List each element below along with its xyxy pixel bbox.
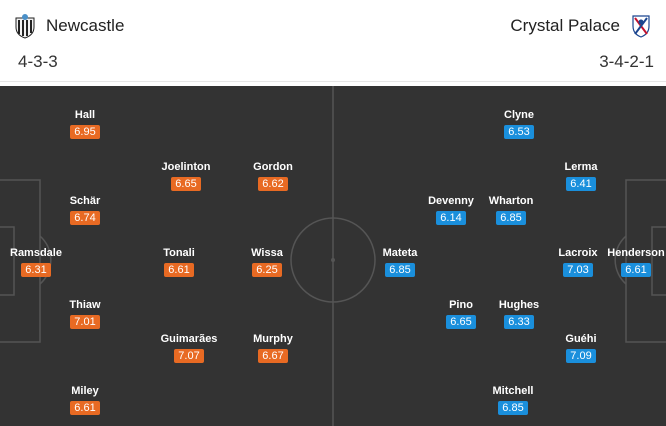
player-rating: 6.25 bbox=[252, 263, 282, 277]
player-name: Guimarães bbox=[160, 333, 218, 345]
player-lacroix[interactable]: Lacroix 7.03 bbox=[540, 246, 616, 278]
player-wharton[interactable]: Wharton 6.85 bbox=[473, 194, 549, 226]
player-rating: 6.61 bbox=[621, 263, 651, 277]
player-joelinton[interactable]: Joelinton 6.65 bbox=[148, 160, 224, 192]
player-rating: 6.74 bbox=[70, 211, 100, 225]
player-name: Wissa bbox=[251, 247, 283, 259]
player-rating: 6.62 bbox=[258, 177, 288, 191]
player-hughes[interactable]: Hughes 6.33 bbox=[481, 298, 557, 330]
away-team: Crystal Palace 3-4-2-1 bbox=[510, 10, 654, 72]
player-rating: 7.03 bbox=[563, 263, 593, 277]
player-tonali[interactable]: Tonali 6.61 bbox=[141, 246, 217, 278]
player-gordon[interactable]: Gordon 6.62 bbox=[235, 160, 311, 192]
player-mateta[interactable]: Mateta 6.85 bbox=[362, 246, 438, 278]
player-name: Guéhi bbox=[565, 333, 597, 345]
player-rating: 6.85 bbox=[498, 401, 528, 415]
player-rating: 6.85 bbox=[385, 263, 415, 277]
player-rating: 6.67 bbox=[258, 349, 288, 363]
player-murphy[interactable]: Murphy 6.67 bbox=[235, 332, 311, 364]
player-name: Thiaw bbox=[69, 299, 101, 311]
pitch-markings bbox=[0, 86, 666, 426]
player-name: Gordon bbox=[253, 161, 293, 173]
player-name: Schär bbox=[69, 195, 101, 207]
player-mitchell[interactable]: Mitchell 6.85 bbox=[475, 384, 551, 416]
player-hall[interactable]: Hall 6.95 bbox=[47, 108, 123, 140]
away-team-name[interactable]: Crystal Palace bbox=[510, 16, 620, 35]
player-name: Lerma bbox=[564, 161, 598, 173]
player-name: Hall bbox=[74, 109, 96, 121]
player-name: Tonali bbox=[163, 247, 195, 259]
player-clyne[interactable]: Clyne 6.53 bbox=[481, 108, 557, 140]
player-name: Miley bbox=[71, 385, 99, 397]
player-rating: 6.14 bbox=[436, 211, 466, 225]
player-guimaraes[interactable]: Guimarães 7.07 bbox=[151, 332, 227, 364]
player-rating: 7.07 bbox=[174, 349, 204, 363]
player-name: Wharton bbox=[488, 195, 534, 207]
player-name: Clyne bbox=[504, 109, 534, 121]
player-rating: 6.31 bbox=[21, 263, 51, 277]
player-wissa[interactable]: Wissa 6.25 bbox=[229, 246, 305, 278]
player-thiaw[interactable]: Thiaw 7.01 bbox=[47, 298, 123, 330]
player-name: Murphy bbox=[253, 333, 293, 345]
player-name: Mateta bbox=[382, 247, 418, 259]
player-lerma[interactable]: Lerma 6.41 bbox=[543, 160, 619, 192]
player-schar[interactable]: Schär 6.74 bbox=[47, 194, 123, 226]
match-header: Newcastle 4-3-3 Crystal Palace 3-4-2-1 bbox=[0, 0, 666, 82]
player-rating: 6.95 bbox=[70, 125, 100, 139]
player-henderson[interactable]: Henderson 6.61 bbox=[598, 246, 666, 278]
player-name: Mitchell bbox=[492, 385, 534, 397]
player-rating: 6.41 bbox=[566, 177, 596, 191]
player-name: Henderson bbox=[607, 247, 665, 259]
player-ramsdale[interactable]: Ramsdale 6.31 bbox=[0, 246, 74, 278]
player-rating: 6.33 bbox=[504, 315, 534, 329]
player-rating: 6.61 bbox=[70, 401, 100, 415]
away-formation: 3-4-2-1 bbox=[599, 52, 654, 71]
player-rating: 7.09 bbox=[566, 349, 596, 363]
player-pino[interactable]: Pino 6.65 bbox=[423, 298, 499, 330]
player-rating: 7.01 bbox=[70, 315, 100, 329]
player-name: Pino bbox=[449, 299, 473, 311]
newcastle-crest-icon bbox=[15, 14, 35, 39]
player-name: Devenny bbox=[428, 195, 474, 207]
home-team-name[interactable]: Newcastle bbox=[46, 16, 125, 35]
player-name: Ramsdale bbox=[10, 247, 62, 259]
player-rating: 6.65 bbox=[446, 315, 476, 329]
player-rating: 6.65 bbox=[171, 177, 201, 191]
home-team: Newcastle 4-3-3 bbox=[12, 10, 124, 72]
crystal-palace-crest-icon bbox=[632, 15, 650, 38]
player-rating: 6.85 bbox=[496, 211, 526, 225]
player-rating: 6.61 bbox=[164, 263, 194, 277]
player-name: Lacroix bbox=[558, 247, 598, 259]
home-formation: 4-3-3 bbox=[18, 52, 58, 71]
player-miley[interactable]: Miley 6.61 bbox=[47, 384, 123, 416]
player-guehi[interactable]: Guéhi 7.09 bbox=[543, 332, 619, 364]
player-rating: 6.53 bbox=[504, 125, 534, 139]
player-devenny[interactable]: Devenny 6.14 bbox=[413, 194, 489, 226]
pitch: Hall 6.95 Joelinton 6.65 Gordon 6.62 Sch… bbox=[0, 86, 666, 426]
player-name: Joelinton bbox=[161, 161, 211, 173]
player-name: Hughes bbox=[498, 299, 540, 311]
